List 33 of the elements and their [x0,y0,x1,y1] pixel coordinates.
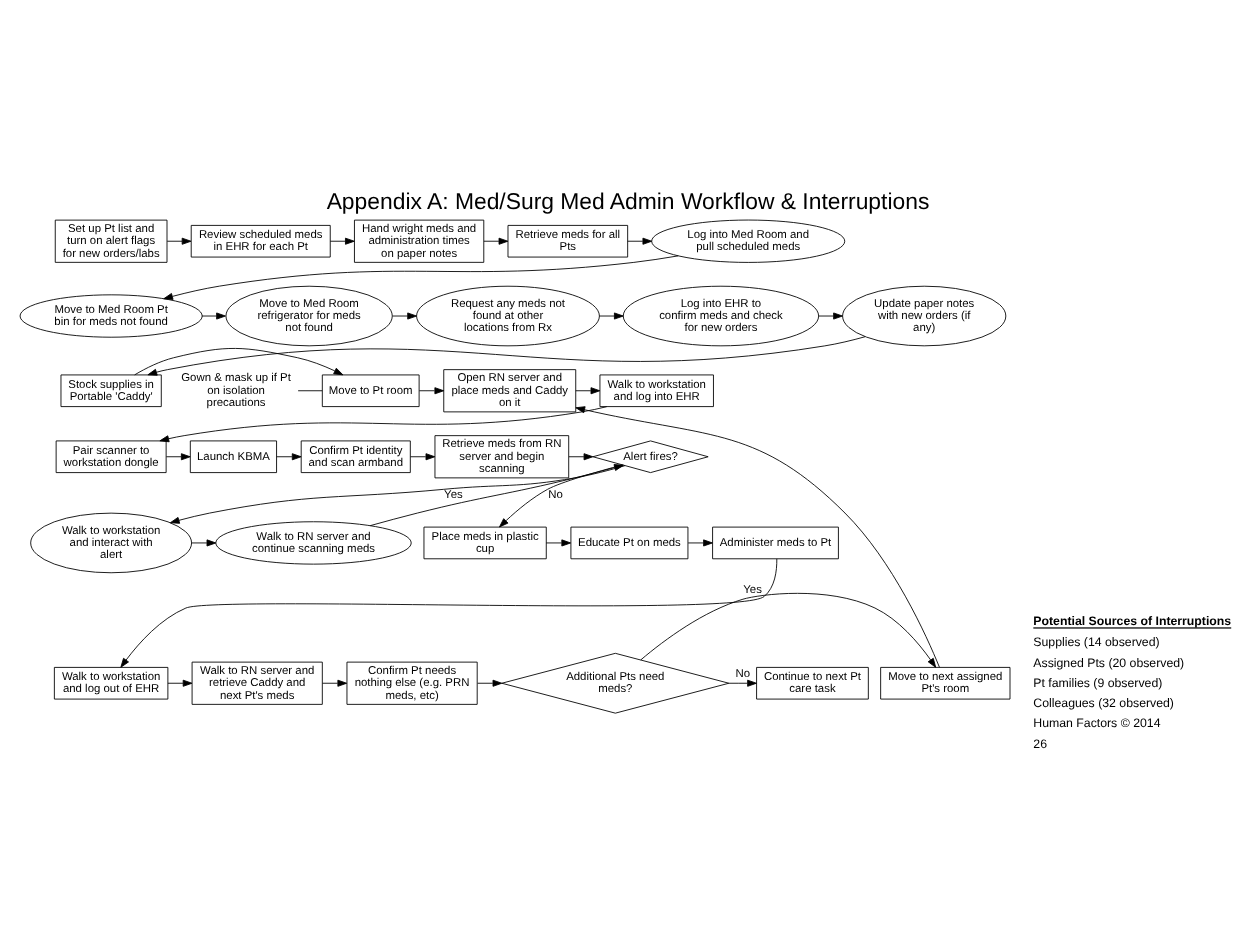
arrow [166,236,192,244]
arrow [568,452,594,460]
arrow [728,678,757,686]
arrow [201,311,226,319]
arrow [169,464,626,523]
arrow [163,254,679,299]
arrow [165,452,191,460]
arrow [687,538,713,546]
arrow [640,591,937,667]
arrow [329,236,355,244]
arrow [499,463,623,527]
arrow [392,311,417,319]
arrow [545,538,572,546]
arrow [818,311,843,319]
arrow [159,405,608,442]
connector [297,389,323,391]
arrow [575,405,940,667]
arrow [410,452,436,460]
arrow [191,538,217,546]
arrow [418,386,445,394]
arrow [134,347,344,375]
arrow [322,678,348,686]
arrow [627,236,653,244]
arrow [147,335,866,375]
arrow [120,557,778,667]
arrow [599,311,624,319]
arrow [575,386,601,394]
arrow [369,463,624,526]
arrow [167,678,193,686]
diagram-title: Appendix A: Med/Surg Med Admin Workflow & Interruptions [326,190,930,215]
arrow [276,452,302,460]
arrow [483,236,509,244]
arrow [477,678,503,686]
